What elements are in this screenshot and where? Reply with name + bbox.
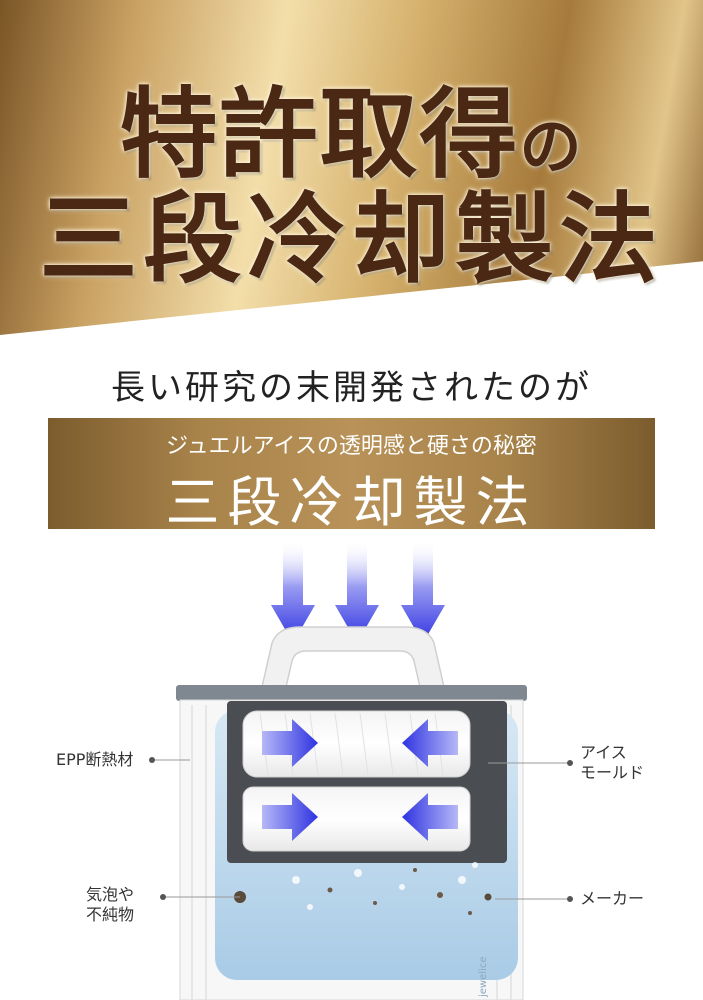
left-arrow-icon (402, 793, 458, 841)
cooling-arrows-down (271, 540, 445, 643)
lid-handle (261, 626, 445, 688)
label-bubbles-line2: 不純物 (86, 905, 135, 924)
label-epp-insulation: EPP断熱材 (56, 750, 134, 769)
banner-subtitle: ジュエルアイスの透明感と硬さの秘密 (166, 434, 537, 459)
label-ice-mold-line1: アイス (580, 743, 627, 762)
right-arrow-icon (262, 793, 318, 841)
method-banner: ジュエルアイスの透明感と硬さの秘密 三段冷却製法 (48, 418, 655, 534)
down-arrow-icon (401, 540, 445, 643)
subheading: 長い研究の末開発されたのが (111, 368, 592, 408)
down-arrow-icon (335, 540, 379, 643)
label-ice-mold: アイス モールド (580, 743, 644, 783)
container-rim (176, 685, 527, 701)
label-ice-mold-line2: モールド (580, 763, 645, 782)
down-arrow-icon (271, 540, 315, 643)
cooling-diagram: jewelice (149, 540, 573, 1000)
hero-title-line1: 特許取得の (0, 55, 703, 197)
hero-title-suffix: の (519, 110, 584, 183)
right-arrow-icon (262, 719, 318, 767)
label-bubbles-line1: 気泡や (86, 885, 135, 904)
hero-title-line2: 三段冷却製法 (39, 182, 664, 297)
label-bubbles: 気泡や 不純物 (86, 885, 134, 925)
hero-title-main: 特許取得 (119, 77, 520, 192)
banner-title: 三段冷却製法 (165, 471, 538, 534)
brand-mark: jewelice (478, 957, 489, 998)
label-maker: メーカー (580, 889, 645, 908)
left-arrow-icon (402, 719, 458, 767)
cooling-arrows-side (262, 719, 458, 841)
